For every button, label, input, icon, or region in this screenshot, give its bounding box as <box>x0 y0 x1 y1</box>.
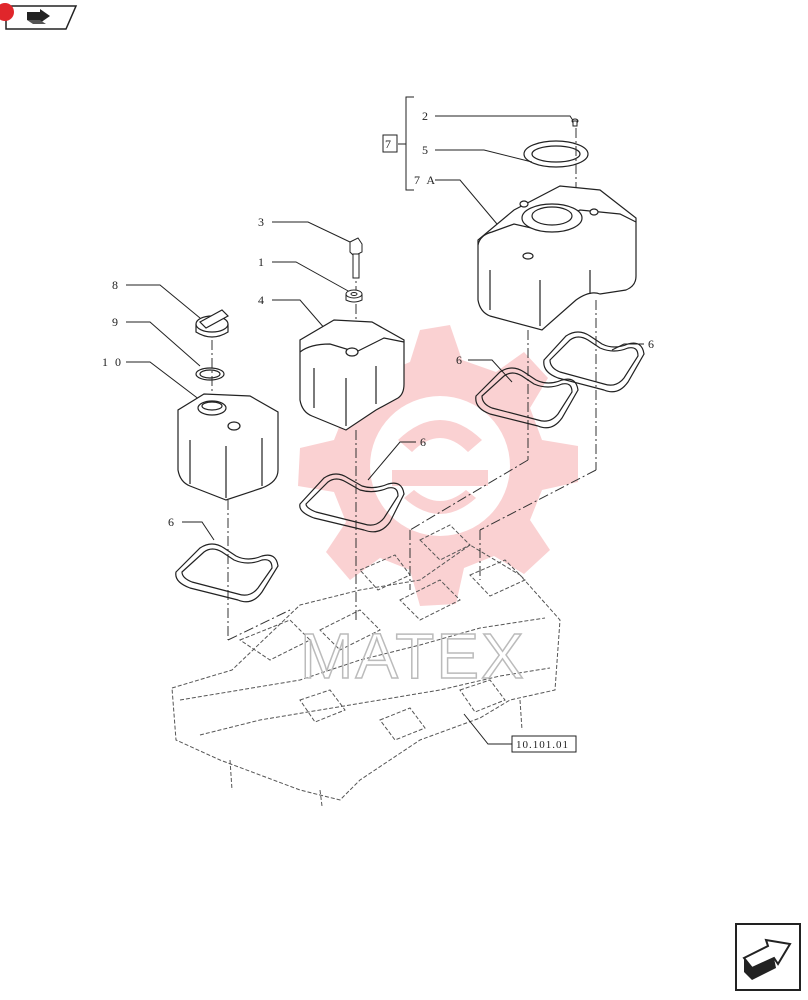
part-5-gasket <box>523 140 589 168</box>
part-6-gasket-middle <box>299 473 405 533</box>
part-2-screw <box>571 118 579 127</box>
part-4-rocker-cover <box>299 319 405 431</box>
callout-2: 2 <box>422 109 430 123</box>
kit-bracket <box>382 96 414 191</box>
section-reference-link[interactable]: 10.101.01 <box>511 735 577 753</box>
engine-cylinder-head <box>171 524 561 807</box>
arrow-next-icon <box>742 938 792 980</box>
part-10-rocker-cover <box>177 393 279 501</box>
callout-8: 8 <box>112 278 120 292</box>
previous-page-button[interactable] <box>0 3 78 30</box>
callout-10: 1 0 <box>102 355 123 369</box>
callout-6-left: 6 <box>168 515 176 529</box>
part-1-washer <box>345 289 363 303</box>
callout-9: 9 <box>112 315 120 329</box>
callout-4: 4 <box>258 293 266 307</box>
callout-1: 1 <box>258 255 266 269</box>
part-9-o-ring <box>195 367 225 381</box>
callout-6-right-rear: 6 <box>648 337 656 351</box>
callout-5: 5 <box>422 143 430 157</box>
callout-6-middle: 6 <box>420 435 428 449</box>
callout-6-right-front: 6 <box>456 353 464 367</box>
part-6-gasket-left <box>175 543 279 603</box>
part-6-gasket-right-front <box>475 367 579 429</box>
part-7a-rocker-cover <box>477 185 637 331</box>
watermark-text: MATEX <box>300 620 526 692</box>
part-6-gasket-right-rear <box>543 331 645 393</box>
part-3-bolt <box>349 237 363 279</box>
callout-3: 3 <box>258 215 266 229</box>
arrow-back-icon <box>27 9 50 24</box>
brand-badge <box>0 3 14 21</box>
section-reference-text: 10.101.01 <box>516 739 569 751</box>
next-page-button[interactable] <box>735 923 801 991</box>
part-8-filler-cap <box>195 309 229 338</box>
callout-7a: 7 A <box>414 173 437 187</box>
callout-7: 7 <box>385 137 393 151</box>
